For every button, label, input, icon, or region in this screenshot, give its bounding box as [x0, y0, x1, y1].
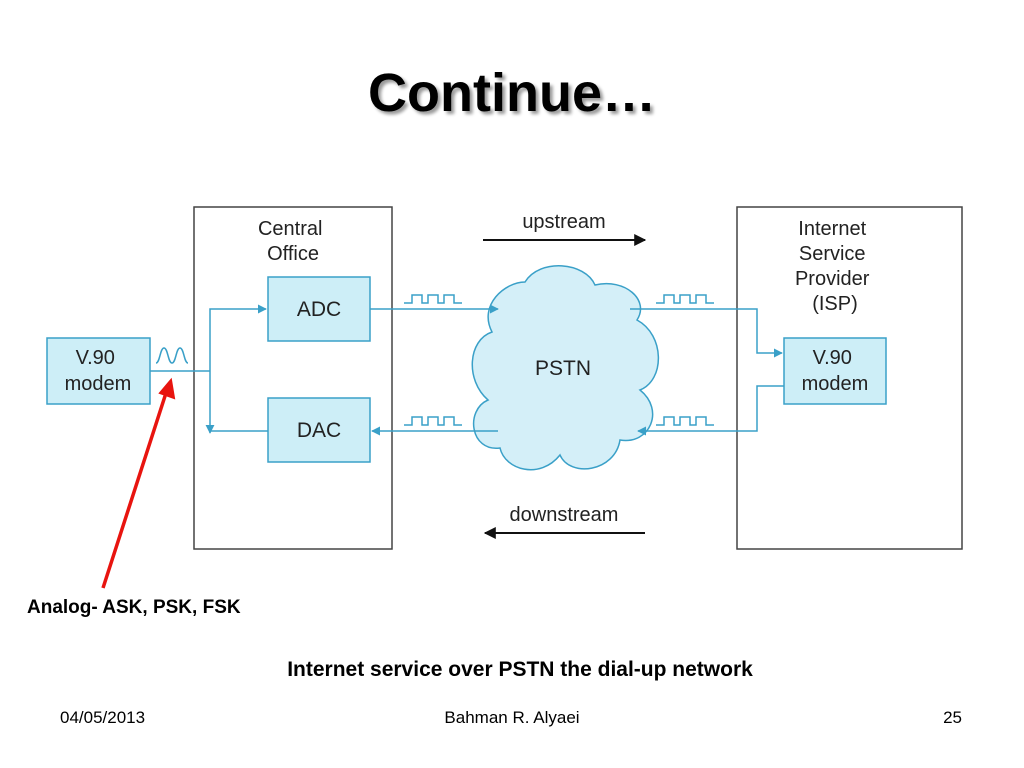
central-office-box	[193, 206, 393, 550]
pulse-pstn-dac	[404, 416, 462, 426]
central-office-label: Central Office	[258, 218, 328, 265]
isp-label: Internet Service Provider (ISP)	[795, 218, 875, 315]
annotation-text: Analog- ASK, PSK, FSK	[27, 597, 241, 618]
annotation-arrow	[101, 377, 176, 589]
pulse-adc-pstn	[404, 294, 462, 304]
left-modem-box	[46, 337, 151, 405]
adc-box	[267, 276, 371, 342]
connection-lines	[150, 304, 784, 436]
footer-author: Bahman R. Alyaei	[444, 708, 580, 727]
pulse-pstn-isp-up	[656, 294, 714, 304]
footer-page-number: 25	[943, 708, 962, 727]
figure-caption: Internet service over PSTN the dial-up n…	[287, 658, 753, 681]
analog-wave-icon	[155, 347, 189, 364]
footer-date: 04/05/2013	[60, 708, 146, 727]
dac-label: DAC	[297, 419, 341, 442]
pulse-isp-pstn-down	[656, 416, 714, 426]
pstn-cloud: PSTN	[471, 265, 660, 471]
digital-pulse-icons	[404, 294, 714, 426]
dac-box	[267, 397, 371, 463]
pstn-label: PSTN	[535, 357, 591, 380]
adc-label: ADC	[297, 298, 341, 321]
left-modem-label: V.90 modem	[65, 347, 132, 395]
downstream-label: downstream	[510, 504, 619, 526]
right-modem-box	[783, 337, 887, 405]
right-modem-label: V.90 modem	[802, 347, 869, 395]
slide-title: Continue…	[368, 63, 656, 123]
upstream-label: upstream	[522, 211, 605, 233]
